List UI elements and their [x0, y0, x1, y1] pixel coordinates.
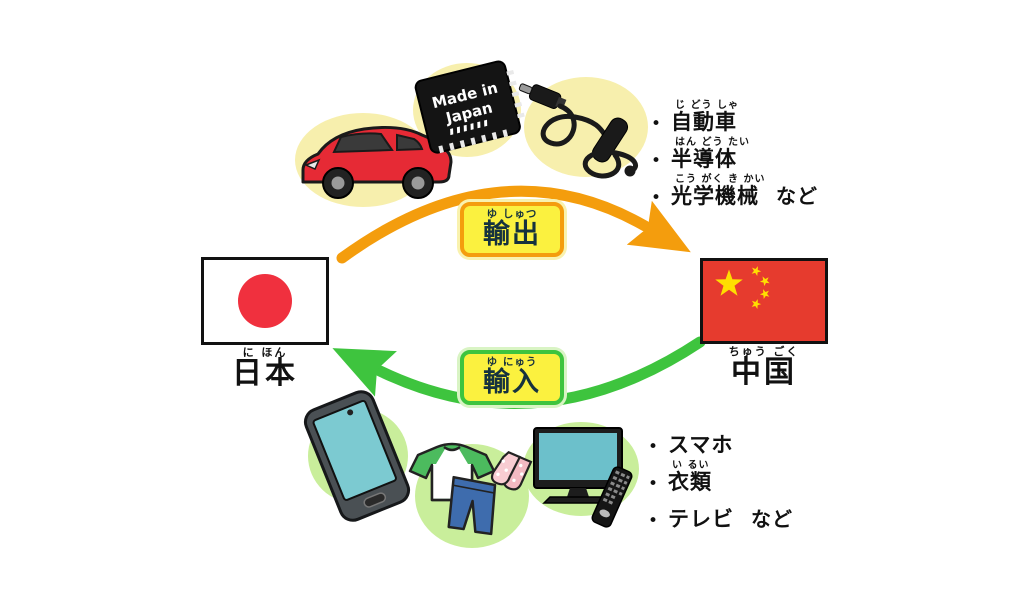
- item-text: スマホ: [668, 433, 734, 457]
- china-flag: [700, 258, 828, 344]
- item-text: 光学機械: [671, 184, 759, 208]
- export-items-list: じ どう しゃ • 自動車 はん どう たい • 半導体 こう がく き かい …: [651, 101, 818, 212]
- bullet-icon: •: [648, 511, 659, 531]
- item-furigana: はん どう たい: [675, 137, 750, 148]
- japan-name: 日本: [232, 356, 298, 391]
- item-suffix: など: [751, 507, 793, 531]
- china-flag-stars: [715, 264, 773, 310]
- item-furigana: こう がく き かい: [675, 174, 766, 185]
- car-illustration: [301, 126, 453, 199]
- japan-label: に ほん 日本: [201, 347, 329, 389]
- optical-instrument-illustration: [518, 83, 638, 179]
- list-item: こう がく き かい • 光学機械 など: [651, 175, 818, 210]
- item-text: 衣類: [668, 470, 712, 494]
- item-suffix: など: [776, 184, 818, 208]
- japan-flag-sun-disc: [238, 274, 292, 328]
- smartphone-illustration: [303, 390, 411, 522]
- item-text: テレビ: [668, 507, 734, 531]
- export-arrow: [336, 185, 691, 264]
- bullet-icon: •: [651, 151, 662, 171]
- china-name: 中国: [731, 355, 797, 390]
- list-item: はん どう たい • 半導体: [651, 138, 818, 173]
- item-furigana: い るい: [672, 460, 710, 471]
- import-badge-furigana: ゆ にゅう: [486, 356, 538, 368]
- item-text: 自動車: [671, 110, 737, 134]
- bullet-icon: •: [651, 188, 662, 208]
- import-badge: ゆ にゅう 輸入: [460, 350, 564, 405]
- item-text: 半導体: [671, 147, 737, 171]
- list-item: い るい • 衣類: [648, 461, 793, 496]
- list-item: • スマホ: [648, 424, 793, 459]
- bullet-icon: •: [648, 474, 659, 494]
- japan-furigana: に ほん: [242, 346, 288, 359]
- bullet-icon: •: [651, 114, 662, 134]
- bullet-icon: •: [648, 437, 659, 457]
- list-item: じ どう しゃ • 自動車: [651, 101, 818, 136]
- remote-control-illustration: [591, 466, 633, 528]
- import-items-list: • スマホ い るい • 衣類 • テレビ など: [648, 424, 793, 535]
- clothing-illustration: [408, 442, 533, 536]
- television-illustration: [533, 427, 633, 528]
- export-badge: ゆ しゅつ 輸出: [460, 202, 564, 257]
- item-furigana: じ どう しゃ: [675, 100, 739, 111]
- semiconductor-chip-illustration: Made in Japan: [414, 60, 525, 154]
- export-badge-text: 輸出: [483, 218, 541, 250]
- china-furigana: ちゅう ごく: [728, 345, 800, 358]
- china-label: ちゅう ごく 中国: [700, 346, 828, 388]
- export-badge-furigana: ゆ しゅつ: [486, 208, 538, 220]
- japan-flag: [201, 257, 329, 345]
- import-badge-text: 輸入: [483, 366, 541, 398]
- list-item: • テレビ など: [648, 498, 793, 533]
